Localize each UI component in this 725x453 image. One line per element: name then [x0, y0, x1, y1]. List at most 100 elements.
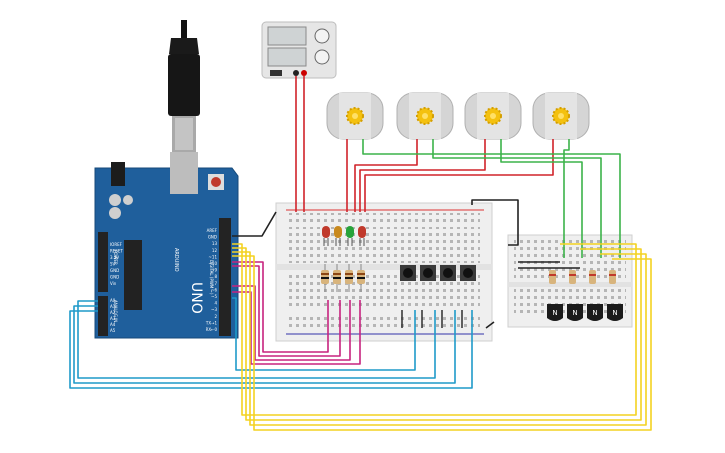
- analog-header-label: ANALOG IN: [113, 300, 118, 322]
- resistor-4[interactable]: [357, 264, 365, 292]
- digital-header-label: DIGITAL (PWM ~): [209, 260, 214, 295]
- pin-label: 8: [214, 274, 217, 279]
- base-resistor-4[interactable]: [609, 270, 616, 284]
- pin-label: 12: [212, 248, 218, 253]
- wire-led-1[interactable]: [232, 261, 329, 353]
- pin-label: RX←0: [206, 327, 218, 332]
- push-button-3[interactable]: [440, 265, 456, 281]
- led-4[interactable]: [358, 226, 366, 246]
- svg-text:N: N: [592, 309, 597, 317]
- pin-label: GND: [110, 268, 119, 273]
- resistor-3[interactable]: [345, 264, 353, 292]
- pin-label: A3: [110, 316, 116, 321]
- transistor-1[interactable]: N: [547, 304, 563, 321]
- pin-label: A1: [110, 304, 116, 309]
- usb-cable: [168, 20, 200, 152]
- pin-label: TX→1: [205, 320, 218, 325]
- wire-gnd-3[interactable]: [485, 321, 495, 329]
- base-resistor-1[interactable]: [549, 270, 556, 284]
- motor-3[interactable]: [464, 92, 522, 140]
- pin-label: A5: [110, 328, 116, 333]
- wire-button-2[interactable]: [77, 300, 436, 379]
- board-brand-label: ARDUINO: [173, 248, 179, 272]
- pin-label: ~10: [209, 261, 218, 266]
- wire-button-1[interactable]: [232, 297, 416, 371]
- pin-label: RESET: [110, 249, 123, 254]
- wire-button-4[interactable]: [69, 310, 473, 389]
- motor-2[interactable]: [396, 92, 454, 140]
- leds: [322, 226, 366, 246]
- led-2[interactable]: [334, 226, 342, 246]
- wire-transistor-1[interactable]: [232, 243, 637, 416]
- transistor-3[interactable]: N: [587, 304, 603, 321]
- led-resistors: [321, 264, 365, 292]
- pin-label: ~9: [211, 268, 217, 273]
- pin-label: ~11: [209, 254, 218, 259]
- wire-led-3[interactable]: [232, 285, 351, 361]
- motor-1[interactable]: [326, 92, 384, 140]
- atmega-chip: [124, 240, 142, 310]
- pin-label: 13: [212, 241, 218, 246]
- push-button-4[interactable]: [460, 265, 476, 281]
- pin-label: IOREF: [110, 242, 123, 247]
- pin-label: A2: [110, 310, 116, 315]
- wire-motor-red-2[interactable]: [354, 139, 418, 212]
- analog-header: [98, 296, 108, 336]
- pin-label: ~3: [211, 307, 217, 312]
- wires: [69, 76, 652, 431]
- pin-label: GND: [110, 275, 119, 280]
- wire-motor-green-4[interactable]: [563, 139, 570, 258]
- wire-transistor-3[interactable]: [232, 251, 647, 426]
- push-button-2[interactable]: [420, 265, 436, 281]
- pin-label: AREF: [207, 228, 218, 233]
- pin-label: 2: [214, 314, 217, 319]
- resistor-1[interactable]: [321, 264, 329, 292]
- push-button-1[interactable]: [400, 265, 416, 281]
- pin-label: 5V: [110, 262, 116, 267]
- svg-text:N: N: [612, 309, 617, 317]
- wire-transistor-2[interactable]: [232, 247, 642, 421]
- wire-transistor-4[interactable]: [232, 255, 652, 431]
- wire-motor-red-4[interactable]: [364, 139, 554, 212]
- power-header-label: POWER: [113, 250, 118, 265]
- usb-port: [170, 152, 198, 194]
- resistor-2[interactable]: [333, 264, 341, 292]
- pin-label: 7: [214, 281, 217, 286]
- wire-motor-green-2[interactable]: [432, 139, 602, 258]
- main-breadboard[interactable]: [275, 202, 493, 342]
- wire-motor-green-1[interactable]: [362, 139, 621, 258]
- motors: [326, 92, 590, 140]
- base-resistor-2[interactable]: [569, 270, 576, 284]
- wire-gnd[interactable]: [232, 211, 277, 237]
- pin-label: 4: [214, 301, 217, 306]
- wire-gnd-2[interactable]: [471, 199, 519, 246]
- push-buttons: [400, 265, 476, 281]
- pin-label: ~5: [211, 294, 217, 299]
- pin-label: ~6: [211, 287, 217, 292]
- pin-label: GND: [208, 235, 217, 240]
- button-pulldown-wires: [401, 310, 463, 328]
- wire-led-4[interactable]: [232, 291, 361, 365]
- base-resistor-3[interactable]: [589, 270, 596, 284]
- wire-motor-green-3[interactable]: [500, 139, 583, 258]
- motor-4[interactable]: [532, 92, 590, 140]
- pin-label: 3.3V: [110, 255, 119, 260]
- power-supply[interactable]: [261, 21, 337, 79]
- led-3[interactable]: [346, 226, 354, 246]
- transistor-2[interactable]: N: [567, 304, 583, 321]
- led-1[interactable]: [322, 226, 330, 246]
- pin-label: Vin: [110, 281, 117, 286]
- transistors: N N N N: [547, 304, 623, 321]
- wire-button-3[interactable]: [73, 305, 456, 384]
- svg-text:N: N: [552, 309, 557, 317]
- power-header: [98, 232, 108, 292]
- transistor-4[interactable]: N: [607, 304, 623, 321]
- svg-text:N: N: [572, 309, 577, 317]
- arduino-board[interactable]: UNO ARDUINO DIGITAL (PWM ~) POWER ANALOG…: [94, 152, 239, 339]
- pin-label: A0: [110, 298, 116, 303]
- pin-label: A4: [110, 322, 116, 327]
- power-jack: [111, 162, 125, 186]
